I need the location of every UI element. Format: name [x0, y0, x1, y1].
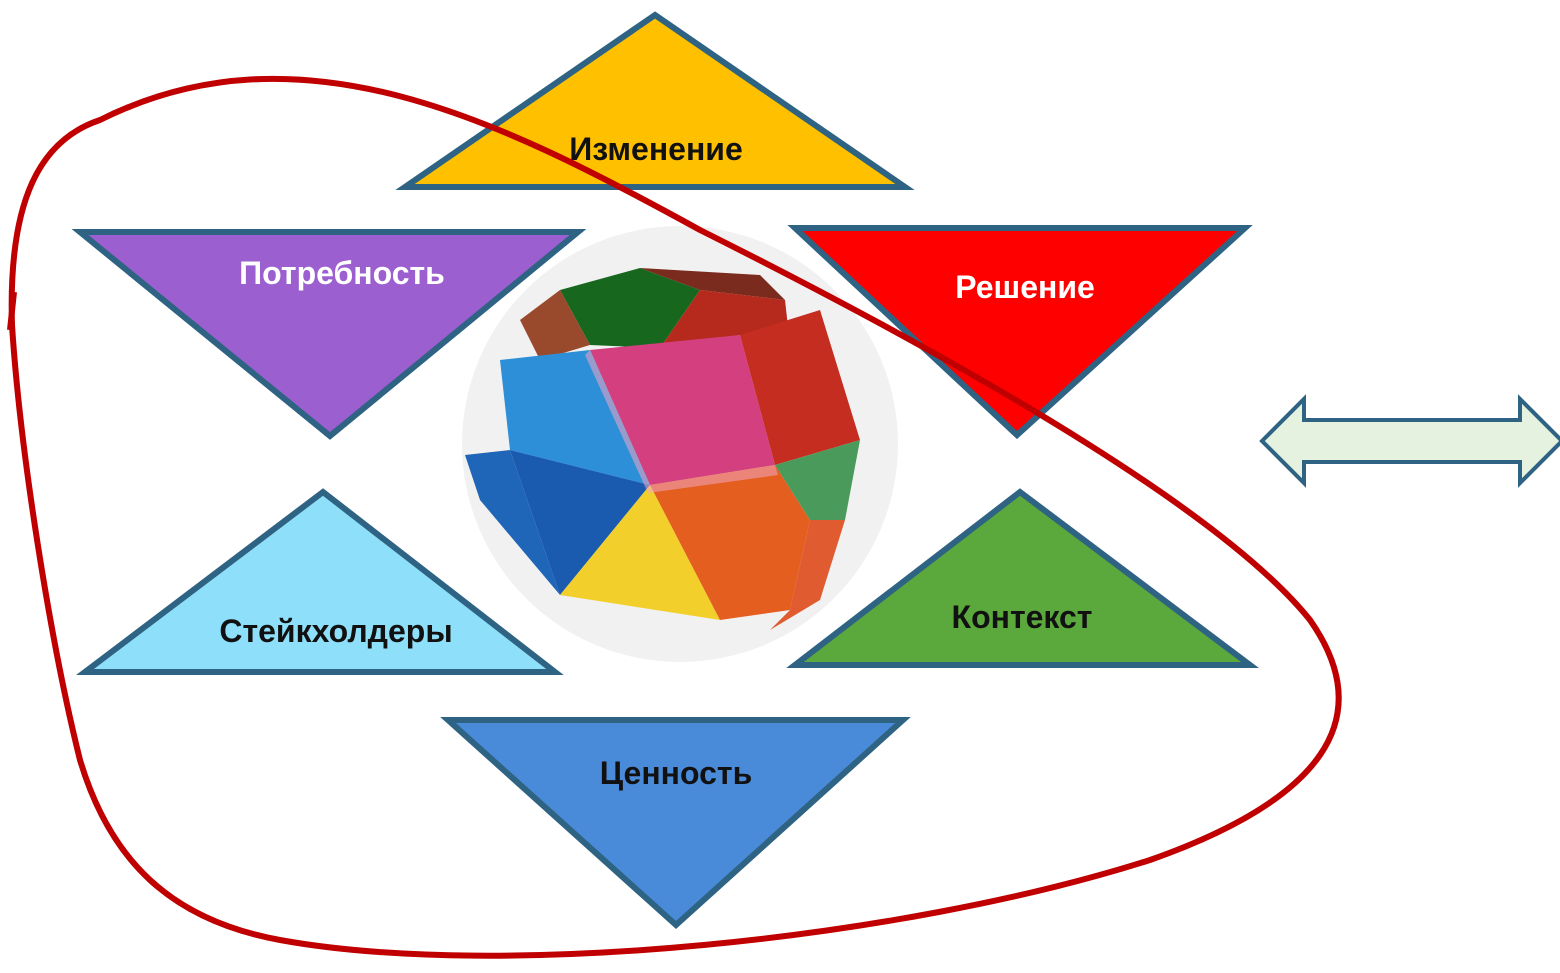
context-label: Контекст	[952, 599, 1093, 635]
loop-tick	[7, 291, 17, 331]
stakeholders-label: Стейкхолдеры	[219, 613, 452, 649]
solution-triangle	[787, 225, 1253, 440]
need-label: Потребность	[239, 255, 445, 291]
change-label: Изменение	[569, 131, 743, 167]
value-label: Ценность	[600, 755, 752, 791]
context-triangle	[786, 488, 1259, 668]
value-triangle	[440, 717, 911, 930]
enclosing-loop	[8, 75, 1342, 959]
stakeholders-triangle	[76, 488, 564, 675]
need-triangle	[71, 229, 587, 440]
solution-label: Решение	[955, 269, 1095, 305]
origami-polyhedron-icon	[462, 226, 898, 662]
double-headed-arrow-icon	[1259, 394, 1560, 488]
